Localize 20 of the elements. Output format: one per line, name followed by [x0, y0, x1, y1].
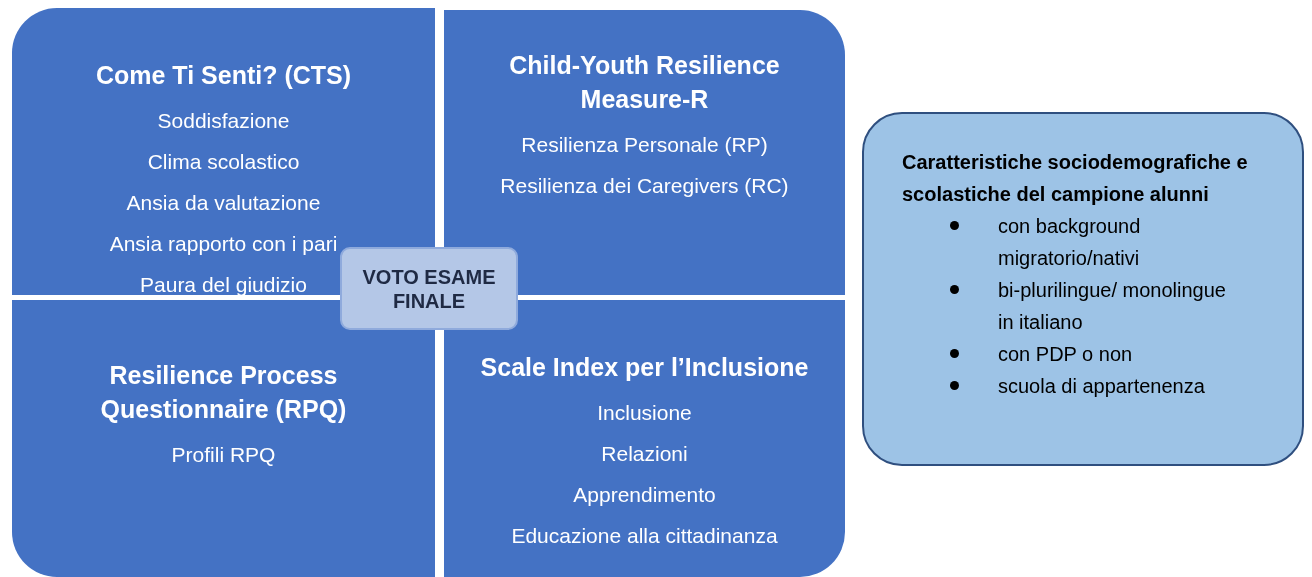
item-text: Educazione alla cittadinanza — [511, 523, 778, 548]
panel-title: Resilience Process Questionnaire (RPQ) — [99, 360, 348, 425]
item-text: Inclusione — [597, 400, 692, 425]
list-item: scuola di appartenenza — [998, 374, 1206, 399]
item-text: Profili RPQ — [171, 442, 276, 467]
item-text: Soddisfazione — [157, 108, 290, 133]
item-text: Ansia rapporto con i pari — [109, 231, 338, 256]
item-text: Clima scolastico — [147, 149, 300, 174]
list-item: con PDP o non — [998, 342, 1134, 367]
item-text: Apprendimento — [573, 482, 716, 507]
item-text: Relazioni — [601, 441, 688, 466]
panel-title: Child-Youth Resilience Measure-R — [508, 50, 781, 115]
info-panel — [862, 112, 1304, 466]
item-text: Resilienza dei Caregivers (RC) — [500, 173, 789, 198]
item-text: Paura del giudizio — [140, 272, 307, 297]
panel-title: Scale Index per l’Inclusione — [480, 352, 809, 383]
panel-title: Come Ti Senti? (CTS) — [95, 60, 352, 91]
item-text: Resilienza Personale (RP) — [521, 132, 768, 157]
item-text: Ansia da valutazione — [126, 190, 321, 215]
center-box: VOTO ESAME FINALE — [340, 247, 518, 330]
